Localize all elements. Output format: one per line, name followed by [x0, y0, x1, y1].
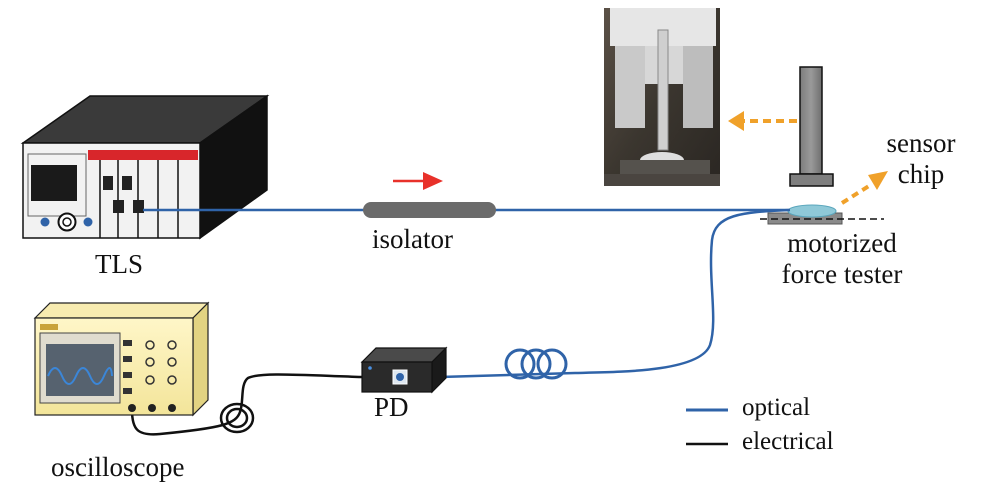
isolator-body [363, 202, 496, 218]
legend-optical-label: optical [742, 394, 811, 421]
optical-fiber-return [439, 208, 791, 379]
electrical-wire [130, 373, 363, 436]
label-tls: TLS [95, 249, 144, 279]
label-isolator: isolator [372, 224, 453, 254]
label-sensor-chip: sensor chip [871, 128, 971, 190]
photo-pointer-arrow-icon [728, 111, 797, 131]
direction-arrow-icon [393, 172, 443, 190]
label-pd: PD [374, 392, 409, 422]
label-chip-line2: chip [897, 159, 945, 190]
legend-electrical-label: electrical [742, 428, 834, 455]
force-tester-photo [604, 8, 720, 186]
label-motorized-force-tester: motorized force tester [752, 228, 932, 290]
label-force-tester-line2: force tester [781, 259, 903, 290]
fiber-coil-icon [504, 348, 568, 380]
photodetector-device [360, 346, 448, 394]
oscilloscope-device [33, 301, 210, 417]
label-motorized-line1: motorized [787, 228, 897, 258]
tls-device [20, 94, 270, 240]
chip-pointer-arrow-icon [840, 171, 888, 205]
label-sensor-line1: sensor [886, 128, 956, 158]
label-oscilloscope: oscilloscope [51, 452, 185, 482]
sensor-chip-stage [760, 204, 884, 225]
wire-coil-icon [219, 402, 255, 434]
force-probe-pillar [789, 66, 834, 187]
